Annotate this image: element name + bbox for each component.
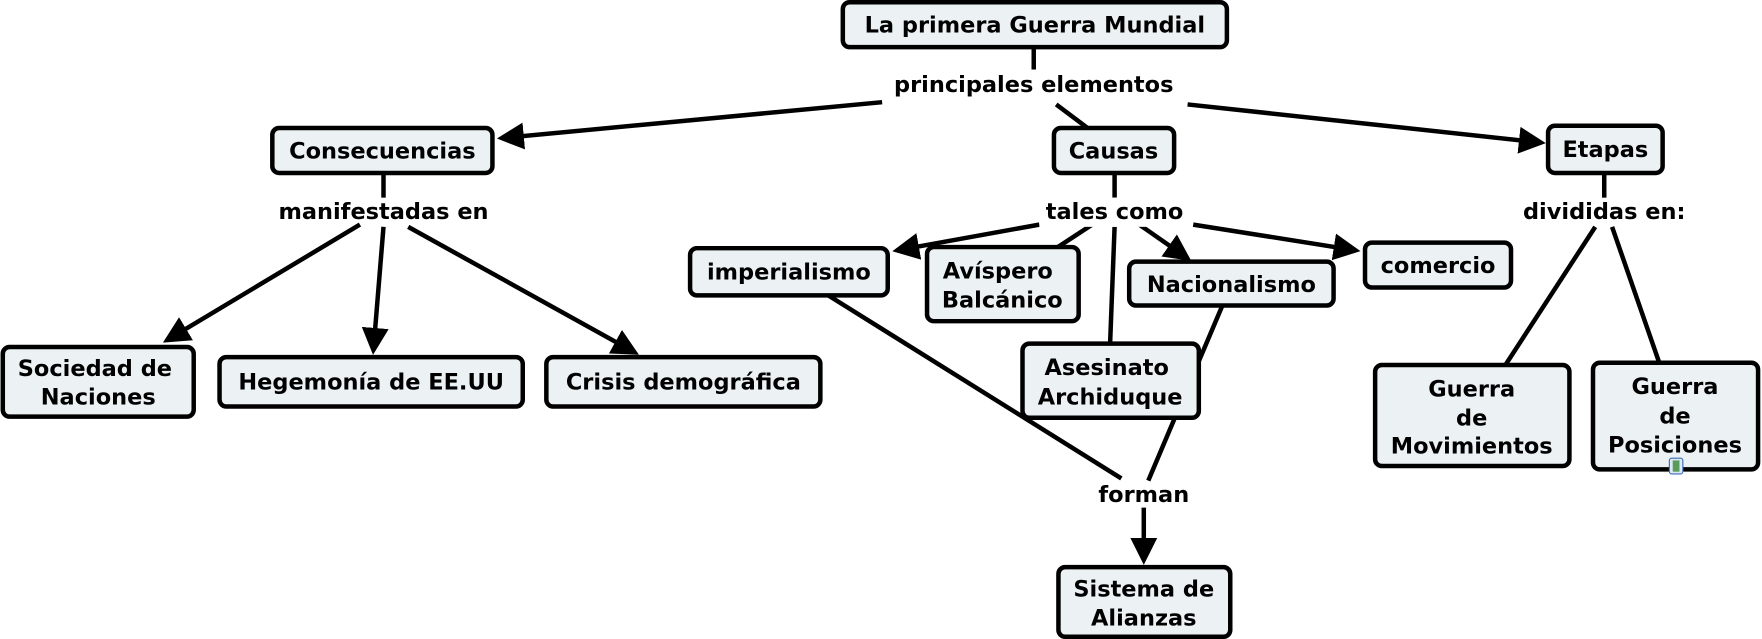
- node-label: Sistema de: [1073, 576, 1214, 602]
- node-label: Nacionalismo: [1147, 272, 1316, 298]
- link-tales-como[interactable]: tales como: [1046, 199, 1184, 225]
- node-label: Etapas: [1562, 137, 1648, 163]
- node-label: Consecuencias: [289, 138, 476, 164]
- node-label: imperialismo: [707, 260, 871, 286]
- node-label: Naciones: [41, 384, 156, 410]
- node-hegemonia[interactable]: Hegemonía de EE.UU: [217, 354, 526, 409]
- arrow-to-comercio: [1192, 222, 1361, 261]
- line-to-movimientos: [1503, 225, 1598, 367]
- node-comercio[interactable]: comercio: [1362, 240, 1514, 290]
- node-imperialismo[interactable]: imperialismo: [687, 245, 890, 298]
- node-label: Avíspero: [943, 259, 1053, 285]
- line-to-avispero: [1054, 222, 1094, 251]
- node-label: La primera Guerra Mundial: [865, 13, 1205, 39]
- line-to-posiciones: [1609, 226, 1662, 364]
- node-label: Crisis demográfica: [566, 370, 801, 396]
- arrow-to-crisis: [407, 224, 639, 355]
- arrow-to-sociedad: [162, 222, 362, 343]
- film-icon[interactable]: [1668, 457, 1684, 475]
- arrow-to-etapas: [1187, 102, 1546, 154]
- line-to-causas: [1054, 102, 1089, 130]
- node-crisis-demografica[interactable]: Crisis demográfica: [544, 354, 823, 409]
- node-label: Movimientos: [1391, 434, 1553, 460]
- node-guerra-de-movimientos[interactable]: Guerra de Movimientos: [1372, 362, 1572, 469]
- node-etapas[interactable]: Etapas: [1545, 123, 1665, 176]
- node-label: de: [1659, 403, 1690, 429]
- node-guerra-de-posiciones[interactable]: Guerra de Posiciones: [1590, 360, 1761, 475]
- node-label: Balcánico: [942, 288, 1063, 314]
- node-causas[interactable]: Causas: [1051, 125, 1177, 176]
- node-avispero-balcanico[interactable]: Avíspero Balcánico: [924, 244, 1081, 324]
- node-asesinato-archiduque[interactable]: Asesinato Archiduque: [1020, 341, 1202, 421]
- arrow-to-hegemonia: [361, 226, 389, 355]
- node-label: Guerra: [1428, 376, 1515, 402]
- link-divididas-en[interactable]: divididas en:: [1523, 199, 1685, 225]
- node-sistema-de-alianzas[interactable]: Sistema de Alianzas: [1056, 564, 1233, 639]
- link-manifestadas-en[interactable]: manifestadas en: [278, 199, 488, 225]
- node-label: Hegemonía de EE.UU: [238, 370, 504, 396]
- node-sociedad-de-naciones[interactable]: Sociedad de Naciones: [0, 344, 196, 419]
- node-label: Asesinato: [1045, 355, 1169, 381]
- arrow-to-consecuencias: [496, 99, 883, 150]
- node-nacionalismo[interactable]: Nacionalismo: [1126, 259, 1336, 308]
- arrow-to-nacionalismo: [1138, 222, 1192, 261]
- line-to-asesinato: [1107, 226, 1117, 344]
- node-label: Guerra: [1632, 374, 1719, 400]
- link-principales-elementos[interactable]: principales elementos: [894, 72, 1173, 98]
- linking-phrases: principales elementos manifestadas en ta…: [278, 69, 1685, 508]
- node-label: Archiduque: [1038, 384, 1183, 410]
- node-label: de: [1456, 406, 1487, 432]
- link-forman[interactable]: forman: [1098, 482, 1189, 508]
- node-consecuencias[interactable]: Consecuencias: [270, 125, 495, 176]
- node-label: Sociedad de: [18, 356, 172, 382]
- arrow-to-imperialismo: [892, 222, 1040, 260]
- node-label: Causas: [1069, 138, 1159, 164]
- node-label: Alianzas: [1091, 606, 1197, 632]
- node-label: Posiciones: [1608, 433, 1742, 459]
- node-title[interactable]: La primera Guerra Mundial: [840, 0, 1230, 50]
- connections: [162, 47, 1662, 565]
- line-imperialismo-forman: [827, 293, 1123, 481]
- node-label: comercio: [1381, 253, 1496, 279]
